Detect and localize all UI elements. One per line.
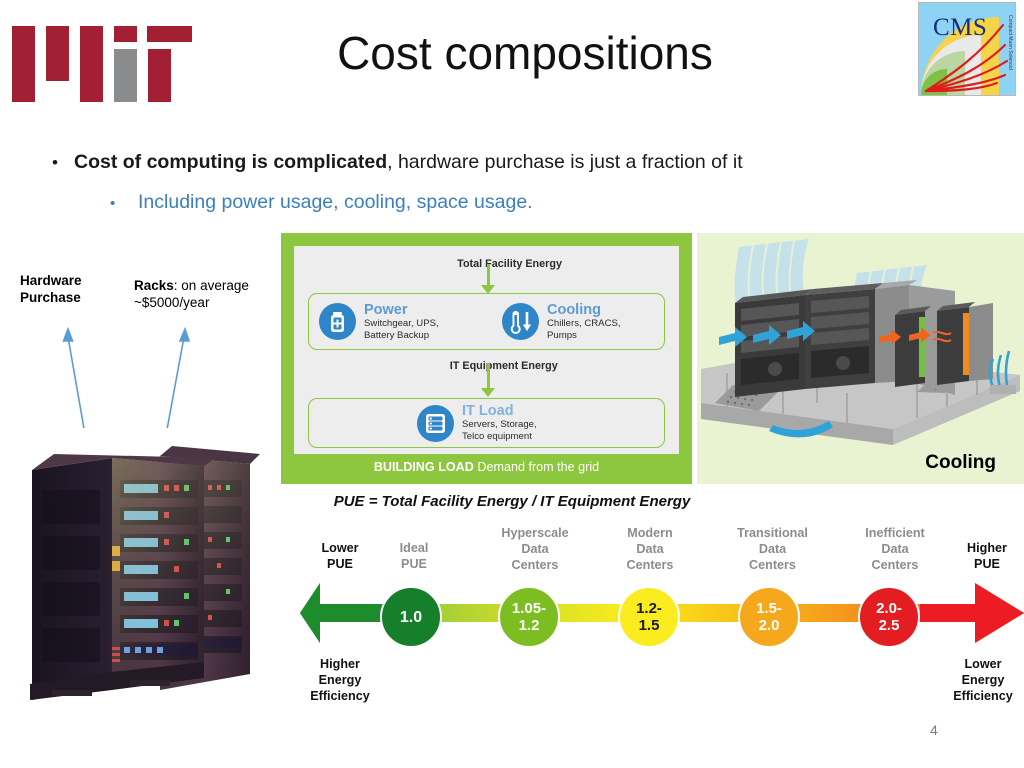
- scale-label-hyperscale: Hyperscale Data Centers: [501, 526, 569, 572]
- server-racks-image: [12, 428, 268, 703]
- annotation-hardware-purchase-text: Hardware Purchase: [20, 273, 82, 305]
- cooling-title: Cooling: [547, 301, 601, 318]
- label-total-facility-energy: Total Facility Energy: [457, 258, 562, 270]
- server-icon: [417, 404, 454, 442]
- arrow-total-facility-energy: [481, 264, 495, 294]
- bullet-marker-sub: •: [110, 195, 116, 212]
- annotation-racks-rest: : on average ~$5000/year: [134, 278, 249, 310]
- bullet-marker: •: [52, 153, 58, 172]
- annotation-arrows: [62, 326, 191, 441]
- scale-label-lower-pue: Lower PUE: [321, 541, 359, 571]
- pue-formula: PUE = Total Facility Energy / IT Equipme…: [333, 493, 691, 510]
- bullet-level-2: • Including power usage, cooling, space u…: [110, 188, 990, 218]
- page-title: Cost compositions: [337, 27, 713, 79]
- cooling-illustration: Cooling: [697, 233, 1024, 484]
- scale-label-inefficient: Inefficient Data Centers: [865, 526, 925, 572]
- lower-pue-arrow: [300, 583, 405, 643]
- power-cooling-row: Power Switchgear, UPS, Battery Backup Co…: [308, 293, 665, 350]
- cooling-text: Cooling Chillers, CRACS, Pumps: [547, 302, 621, 342]
- cms-logo: CMS Compact Muon Solenoid: [918, 2, 1016, 96]
- label-it-equipment-energy: IT Equipment Energy: [449, 360, 558, 372]
- pue-diagram-inner: Total Facility Energy Power Switchgear, …: [294, 246, 679, 454]
- pue-circle-2-0: 2.0- 2.5: [858, 586, 920, 648]
- bullet-level-2-text: Including power usage, cooling, space us…: [138, 191, 533, 213]
- it-load-cell: IT Load Servers, Storage, Telco equipmen…: [417, 399, 537, 447]
- it-load-row: IT Load Servers, Storage, Telco equipmen…: [308, 398, 665, 448]
- bullet-level-1-bold: Cost of computing is complicated: [74, 151, 388, 173]
- bullet-level-1: • Cost of computing is complicated, hardw…: [52, 148, 982, 177]
- power-text: Power Switchgear, UPS, Battery Backup: [364, 302, 439, 342]
- it-load-title: IT Load: [462, 403, 514, 419]
- arrow-it-equipment-energy: [481, 363, 495, 397]
- scale-label-modern: Modern Data Centers: [626, 526, 674, 572]
- annotation-hardware-purchase: Hardware Purchase: [20, 272, 125, 306]
- cms-logo-text: CMS: [933, 14, 987, 41]
- scale-label-ideal-pue: Ideal PUE: [399, 541, 429, 571]
- pue-circle-1-2: 1.2- 1.5: [618, 586, 680, 648]
- scale-label-transitional: Transitional Data Centers: [737, 526, 808, 572]
- pue-diagram: Total Facility Energy Power Switchgear, …: [281, 233, 692, 484]
- cms-logo-graphic: CMS Compact Muon Solenoid: [919, 3, 1015, 95]
- scale-label-higher-pue: Higher PUE: [967, 541, 1007, 571]
- cooling-caption: Cooling: [925, 452, 996, 473]
- it-load-subtitle: Servers, Storage, Telco equipment: [462, 419, 537, 442]
- annotation-racks-bold: Racks: [134, 278, 174, 293]
- cooling-subtitle: Chillers, CRACS, Pumps: [547, 317, 621, 341]
- thermometer-icon: [502, 303, 539, 340]
- higher-pue-arrow: [920, 583, 1024, 643]
- battery-icon: [319, 303, 356, 340]
- bullet-level-1-rest: , hardware purchase is just a fraction o…: [387, 151, 743, 173]
- pue-circle-1-5: 1.5- 2.0: [738, 586, 800, 648]
- server-racks-graphic: [30, 446, 260, 700]
- mit-logo: [12, 8, 192, 108]
- cooling-cell: Cooling Chillers, CRACS, Pumps: [502, 294, 621, 349]
- scale-label-lower-efficiency: Lower Energy Efficiency: [953, 657, 1013, 703]
- it-load-text: IT Load Servers, Storage, Telco equipmen…: [462, 403, 537, 443]
- scale-label-higher-efficiency: Higher Energy Efficiency: [310, 657, 370, 703]
- cms-logo-subtitle: Compact Muon Solenoid: [1007, 15, 1013, 70]
- pue-scale-chart: Lower PUE Ideal PUE Hyperscale Data Cent…: [300, 526, 1024, 730]
- power-title: Power: [364, 301, 408, 318]
- power-subtitle: Switchgear, UPS, Battery Backup: [364, 317, 439, 341]
- building-load-caption: BUILDING LOAD Demand from the grid: [281, 454, 692, 482]
- page-number: 4: [930, 722, 938, 738]
- building-load-bold: BUILDING LOAD: [373, 460, 474, 474]
- annotation-racks: Racks: on average ~$5000/year: [134, 277, 284, 311]
- pue-circle-1-0: 1.0: [380, 586, 442, 648]
- power-cell: Power Switchgear, UPS, Battery Backup: [319, 294, 439, 349]
- building-load-rest: Demand from the grid: [473, 460, 600, 474]
- pue-circle-1-05: 1.05- 1.2: [498, 586, 560, 648]
- cooling-illustration-graphic: [697, 233, 1024, 484]
